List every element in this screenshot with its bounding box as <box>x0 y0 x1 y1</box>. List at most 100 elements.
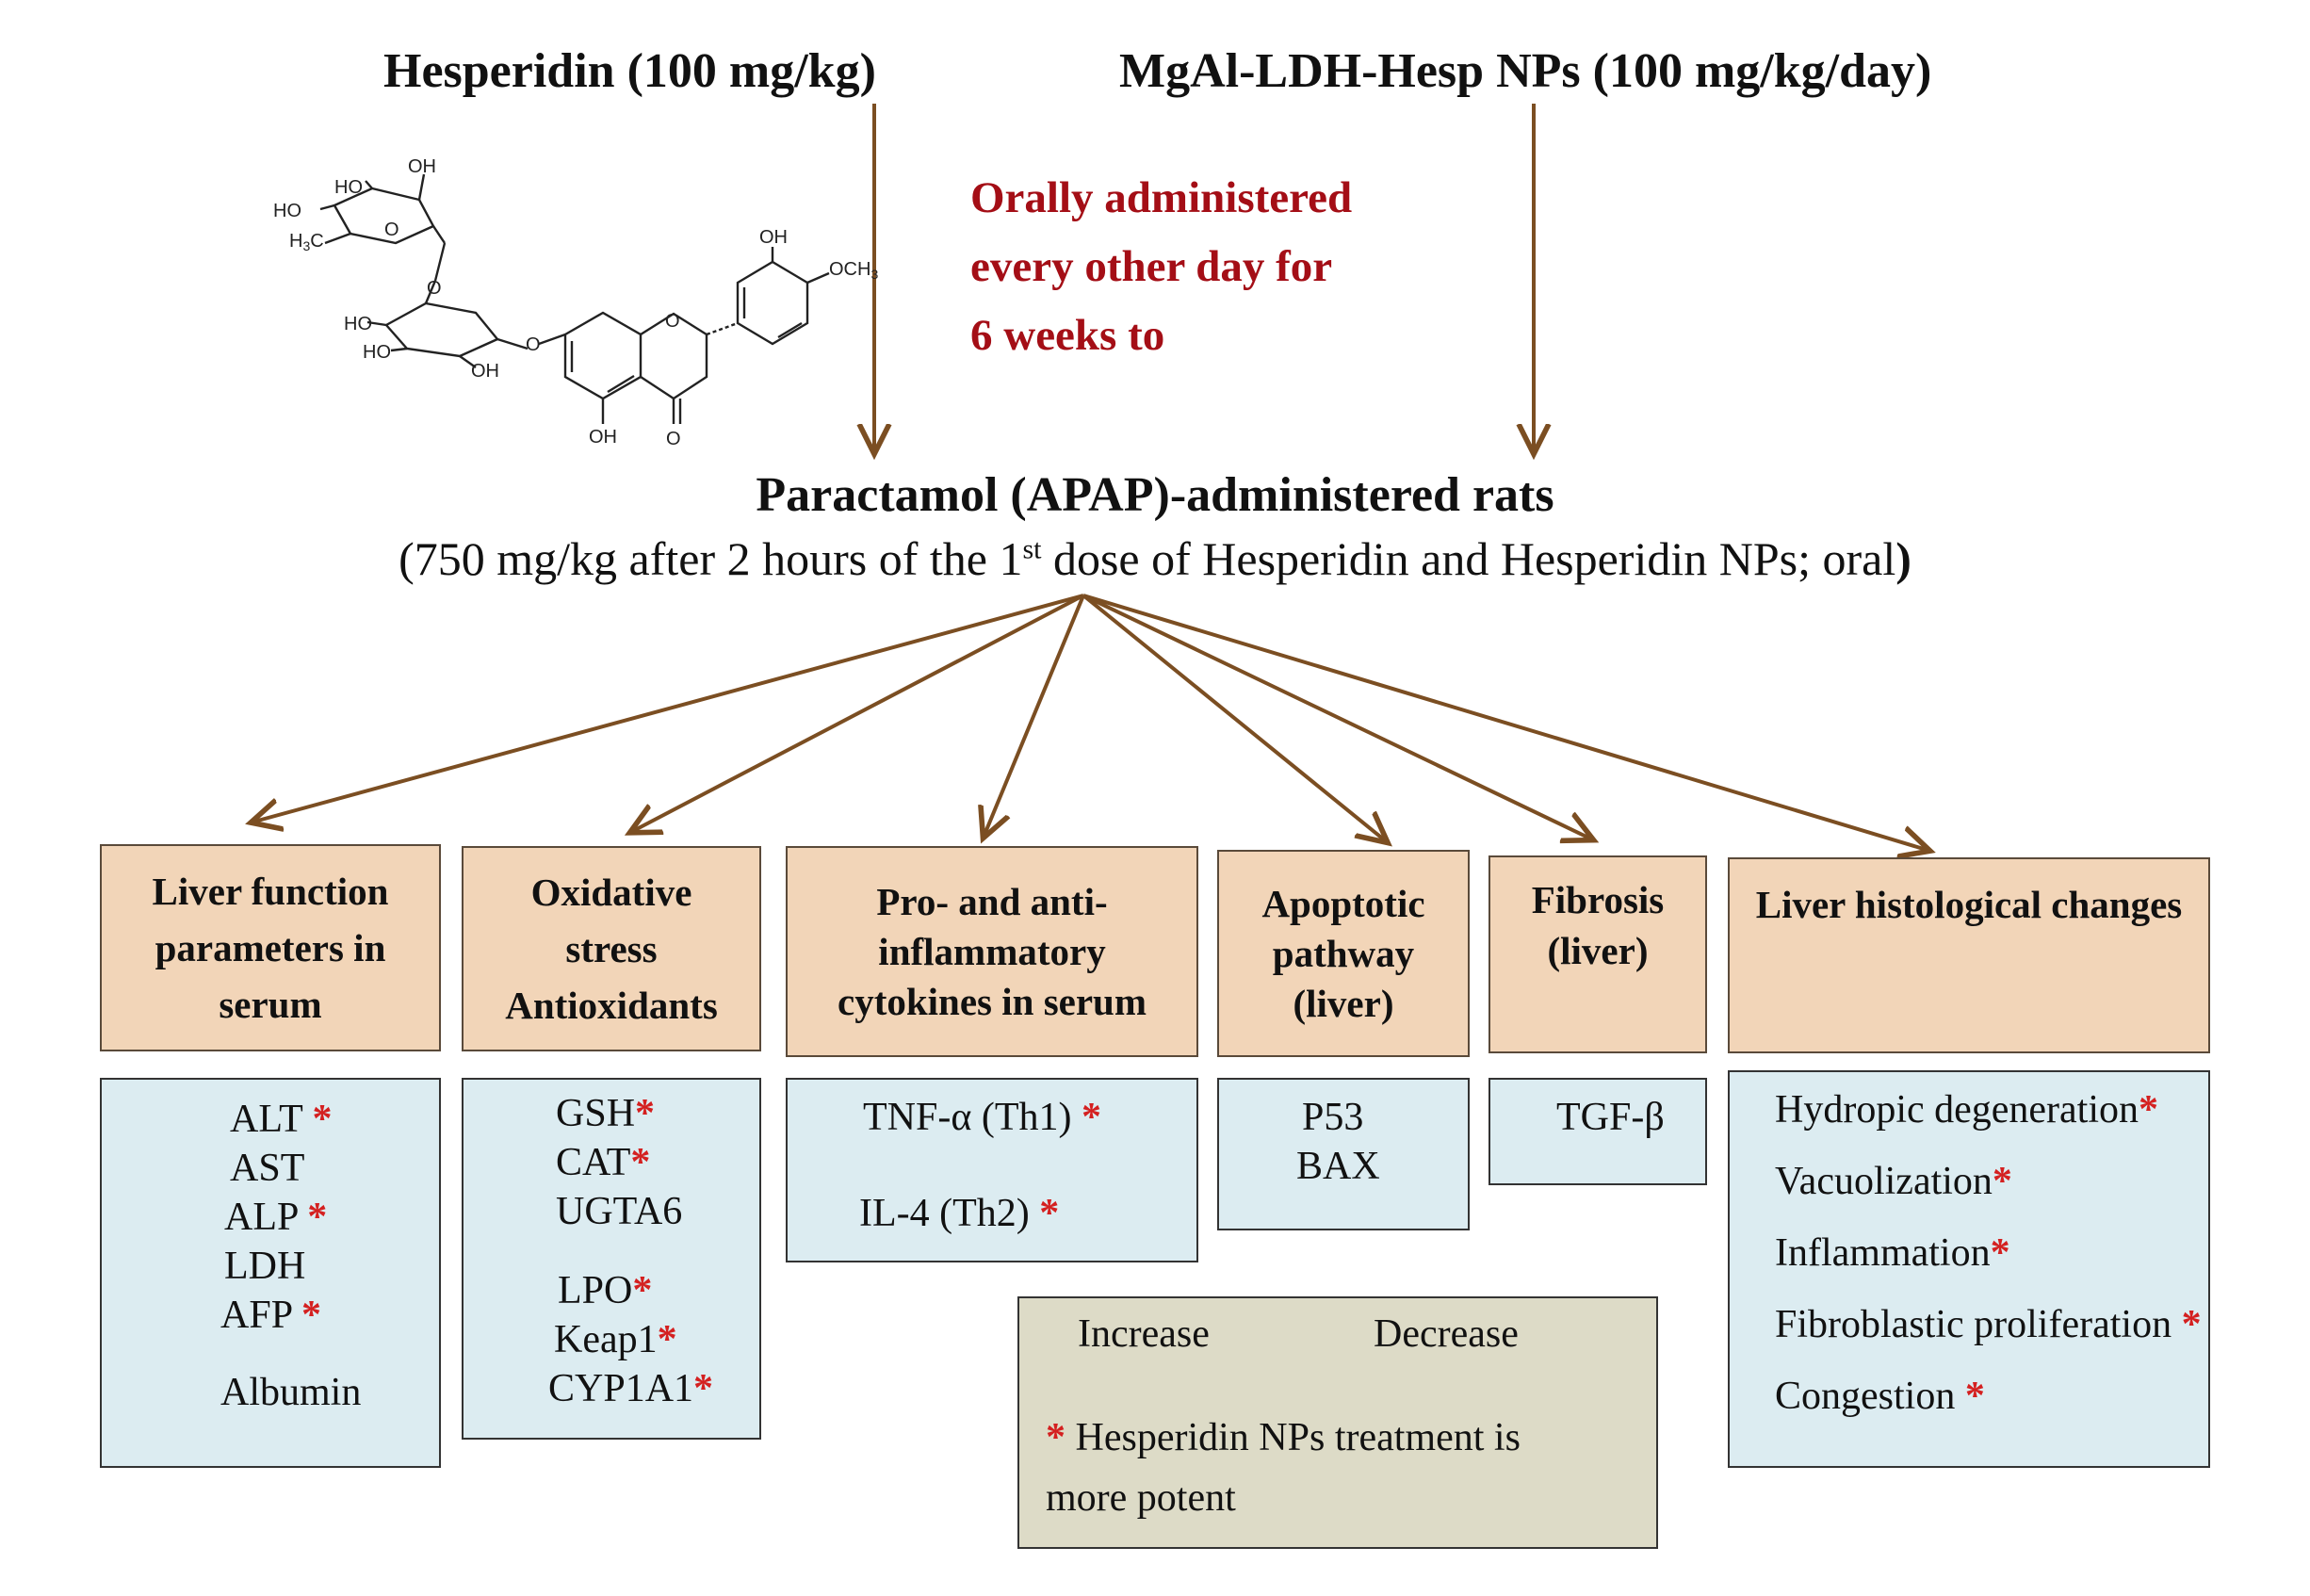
arrow-to-histology <box>1082 594 1927 850</box>
result-inflammation: Inflammation* <box>1775 1231 2010 1275</box>
target-subtitle-close: ) <box>1895 532 1911 585</box>
result-albumin: Albumin <box>220 1371 362 1414</box>
result-keap1-star: * <box>657 1318 677 1361</box>
category-cytokines-line2: inflammatory <box>878 929 1106 973</box>
result-keap1: Keap1* <box>554 1318 677 1361</box>
target-subtitle-after: dose of Hesperidin and Hesperidin NPs; o… <box>1041 532 1896 585</box>
hesperidin-structure-icon <box>319 173 830 424</box>
result-cyp1a1: CYP1A1* <box>548 1367 714 1410</box>
category-cytokines-line3: cytokines in serum <box>838 979 1147 1023</box>
legend-note-line2: more potent <box>1046 1476 1236 1520</box>
administration-note-line3: 6 weeks to <box>970 311 1165 360</box>
category-fibrosis: Fibrosis (liver) <box>1488 855 1707 1053</box>
results-liver-function: ALT * AST ALP * LDH AFP * Albumin <box>100 1078 441 1468</box>
category-liver-function-line1: Liver function <box>152 870 389 913</box>
result-congestion: Congestion * <box>1775 1375 1985 1418</box>
result-hydropic-star: * <box>2139 1088 2159 1132</box>
result-lpo-star: * <box>632 1269 653 1312</box>
result-fibroblastic-proliferation: Fibroblastic proliferation * <box>1775 1303 2202 1346</box>
result-gsh-star: * <box>635 1092 656 1135</box>
result-alt: ALT * <box>230 1098 333 1141</box>
svg-text:OH: OH <box>589 427 617 448</box>
svg-text:OH: OH <box>471 361 499 382</box>
result-afp: AFP * <box>220 1294 321 1337</box>
arrow-to-liver-function <box>254 594 1084 822</box>
result-gsh: GSH* <box>556 1092 656 1135</box>
results-oxidative-stress: GSH* CAT* UGTA6 LPO* Keap1* CYP1A1* <box>462 1078 761 1440</box>
svg-text:HO: HO <box>334 177 363 198</box>
svg-text:O: O <box>666 429 681 449</box>
result-il4: IL-4 (Th2) * <box>859 1192 1060 1235</box>
category-fibrosis-line2: (liver) <box>1547 929 1649 972</box>
result-il4-star: * <box>1039 1192 1060 1235</box>
legend-increase-label: Increase <box>1078 1312 1210 1356</box>
legend-decrease-label: Decrease <box>1374 1312 1519 1356</box>
nps-treatment-label: MgAl-LDH-Hesp NPs (100 mg/kg/day) <box>1119 44 1932 98</box>
legend-star: * <box>1046 1416 1066 1459</box>
category-apoptotic: Apoptotic pathway (liver) <box>1217 850 1470 1057</box>
svg-text:O: O <box>665 311 680 332</box>
arrow-to-cytokines <box>984 594 1085 835</box>
result-cat-star: * <box>630 1141 651 1184</box>
category-liver-function-line3: serum <box>219 983 322 1026</box>
svg-text:HO: HO <box>363 342 391 363</box>
category-oxidative-line2: stress <box>565 927 658 970</box>
result-congestion-star: * <box>1964 1375 1985 1418</box>
results-fibrosis: TGF-β <box>1488 1078 1707 1185</box>
category-apoptotic-line3: (liver) <box>1293 981 1394 1025</box>
svg-text:H3C: H3C <box>289 231 324 253</box>
arrow-to-fibrosis <box>1082 594 1590 839</box>
results-cytokines: TNF-α (Th1) * IL-4 (Th2) * <box>786 1078 1198 1262</box>
result-vacuolization-star: * <box>1992 1160 2012 1203</box>
hesperidin-structure-labels: HO OH HO H3C O O HO HO OH O O OH O OH OC… <box>273 156 878 449</box>
result-tgf-beta: TGF-β <box>1556 1096 1665 1139</box>
result-cyp1a1-star: * <box>693 1367 714 1410</box>
administration-note-line1: Orally administered <box>970 173 1353 222</box>
result-alp: ALP * <box>224 1196 328 1239</box>
result-ast: AST <box>230 1147 305 1190</box>
svg-text:O: O <box>384 220 399 240</box>
result-inflammation-star: * <box>1990 1231 2010 1275</box>
administration-note-line2: every other day for <box>970 242 1333 291</box>
category-apoptotic-line2: pathway <box>1272 931 1415 975</box>
result-alp-star: * <box>307 1196 328 1239</box>
result-alt-star: * <box>312 1098 333 1141</box>
category-oxidative-line3: Antioxidants <box>505 984 718 1027</box>
svg-text:OH: OH <box>408 156 436 177</box>
svg-text:HO: HO <box>273 201 301 221</box>
category-oxidative-line1: Oxidative <box>530 871 692 914</box>
category-liver-function-line2: parameters in <box>155 926 386 969</box>
category-apoptotic-line1: Apoptotic <box>1261 881 1425 925</box>
result-bax: BAX <box>1296 1145 1380 1188</box>
svg-text:OCH3: OCH3 <box>829 259 878 282</box>
result-lpo: LPO* <box>558 1269 653 1312</box>
arrow-to-apoptotic <box>1082 594 1385 840</box>
category-cytokines-line1: Pro- and anti- <box>876 879 1108 923</box>
result-tnf-alpha: TNF-α (Th1) * <box>863 1096 1101 1139</box>
target-subtitle: (750 mg/kg after 2 hours of the 1st dose… <box>0 531 2310 586</box>
category-liver-function: Liver function parameters in serum <box>100 844 441 1051</box>
result-afp-star: * <box>301 1294 321 1337</box>
legend-box: Increase Decrease * Hesperidin NPs treat… <box>1017 1296 1658 1549</box>
result-ldh: LDH <box>224 1245 306 1288</box>
svg-text:O: O <box>427 278 442 299</box>
category-cytokines: Pro- and anti- inflammatory cytokines in… <box>786 846 1198 1057</box>
category-histology-line1: Liver histological changes <box>1755 883 2183 926</box>
result-p53: P53 <box>1302 1096 1364 1139</box>
svg-text:OH: OH <box>759 227 788 248</box>
results-apoptotic: P53 BAX <box>1217 1078 1470 1230</box>
target-title: Paractamol (APAP)-administered rats <box>756 468 1554 522</box>
result-cat: CAT* <box>556 1141 651 1184</box>
svg-text:O: O <box>526 334 541 355</box>
result-fibroblastic-star: * <box>2181 1303 2202 1346</box>
result-tnf-alpha-star: * <box>1081 1096 1101 1139</box>
hesperidin-treatment-label: Hesperidin (100 mg/kg) <box>383 44 876 98</box>
result-hydropic-degeneration: Hydropic degeneration* <box>1775 1088 2159 1132</box>
arrow-to-oxidative-stress <box>633 594 1084 831</box>
result-vacuolization: Vacuolization* <box>1775 1160 2012 1203</box>
svg-text:HO: HO <box>344 314 372 334</box>
legend-note-line1: * Hesperidin NPs treatment is <box>1046 1416 1521 1459</box>
category-fibrosis-line1: Fibrosis <box>1531 878 1665 921</box>
fan-out-arrows <box>254 594 1927 850</box>
result-ugta6: UGTA6 <box>556 1190 683 1233</box>
